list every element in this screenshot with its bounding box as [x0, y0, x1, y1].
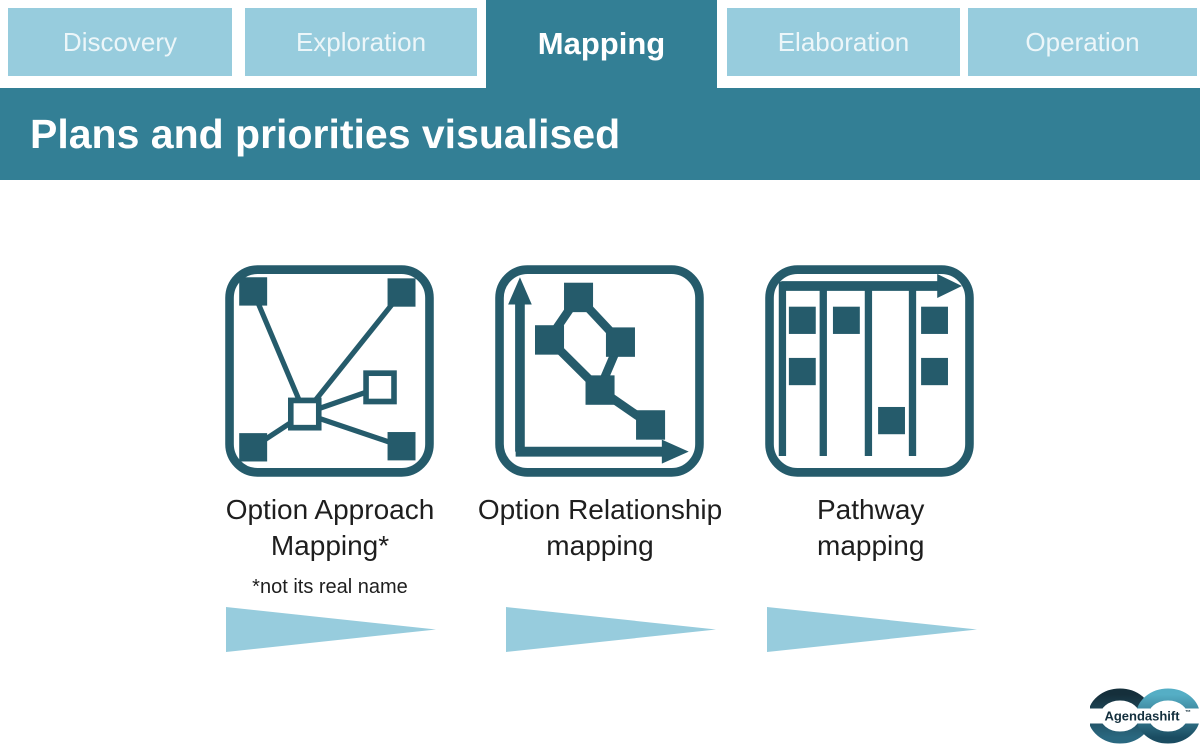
tab-exploration[interactable]: Exploration: [245, 8, 477, 76]
label-line: mapping: [546, 530, 654, 561]
axes-relationship-graph-icon: [492, 262, 707, 480]
logo-wordmark: Agendashift: [1104, 709, 1180, 724]
tab-operation[interactable]: Operation: [968, 8, 1197, 76]
taper-wedge-icon: [767, 607, 977, 652]
label-line: Mapping*: [270, 530, 390, 561]
page-title: Plans and priorities visualised: [30, 110, 621, 157]
label-line: mapping: [817, 530, 925, 561]
logo-tm-mark: ™: [1185, 709, 1191, 716]
tab-mapping-active[interactable]: Mapping: [486, 0, 717, 88]
label-line: Pathway: [817, 494, 925, 525]
agendashift-logo: Agendashift ™: [1090, 686, 1200, 746]
item-label-option-approach: Option Approach Mapping*: [205, 492, 455, 564]
item-label-option-relationship: Option Relationship mapping: [462, 492, 738, 564]
label-line: Option Relationship: [477, 494, 723, 525]
taper-wedge-icon: [506, 607, 716, 652]
tab-elaboration[interactable]: Elaboration: [727, 8, 960, 76]
label-line: Option Approach: [225, 494, 435, 525]
kanban-timeline-icon: [762, 262, 977, 480]
taper-wedge-icon: [226, 607, 436, 652]
item-label-pathway: Pathway mapping: [817, 492, 1027, 564]
footnote-not-real-name: *not its real name: [252, 576, 408, 598]
network-nodes-icon: [222, 262, 437, 480]
title-banner: Plans and priorities visualised: [0, 88, 1200, 180]
tab-discovery[interactable]: Discovery: [8, 8, 232, 76]
